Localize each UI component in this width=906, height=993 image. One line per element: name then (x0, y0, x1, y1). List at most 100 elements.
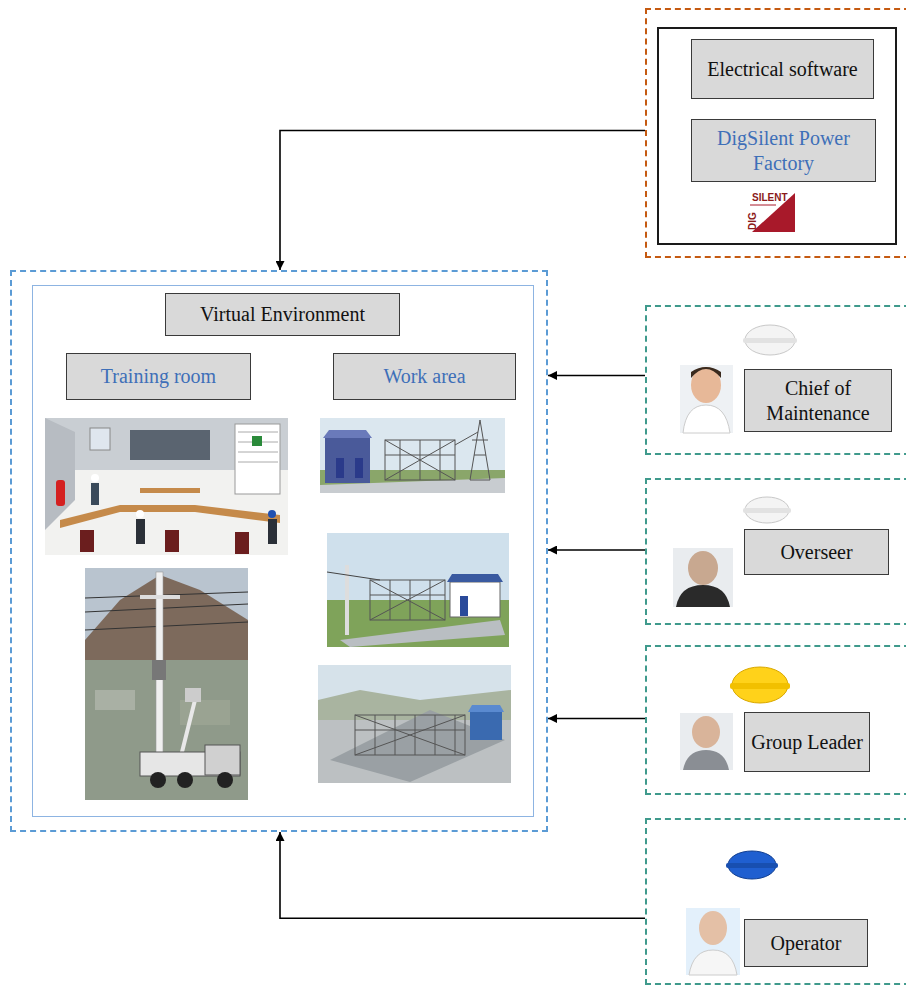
box-label: Operator (770, 931, 841, 956)
illustration-part (323, 430, 372, 438)
illustration-part (120, 505, 195, 512)
pole-truck-picture (85, 568, 248, 800)
illustration-part (400, 440, 401, 480)
illustration-part (252, 436, 262, 446)
illustration-part (340, 620, 505, 647)
illustration-part (238, 452, 278, 453)
arrow-connector (548, 718, 645, 720)
illustration-part (455, 432, 478, 445)
illustration-part (45, 418, 288, 555)
illustration-part (152, 660, 166, 680)
illustration-part (180, 700, 230, 725)
illustration-part (370, 580, 445, 620)
illustration-part (140, 595, 180, 599)
illustration-part (415, 715, 416, 755)
illustration-part (385, 440, 455, 480)
arrow-connector (548, 375, 645, 377)
illustration-part (450, 582, 500, 617)
illustration-part (318, 665, 511, 783)
illustration-part (370, 595, 445, 596)
illustration-part (683, 405, 730, 433)
illustration-part (689, 950, 737, 975)
illustration-part (238, 432, 278, 433)
illustration-part (730, 683, 790, 689)
illustration-part (395, 715, 396, 755)
illustration-part (205, 745, 240, 775)
illustration-part (385, 440, 455, 480)
label-box: Work area (333, 353, 516, 400)
illustration-part (470, 420, 490, 480)
role-group: Overseer (645, 478, 906, 625)
logo-text: SILENT (752, 193, 788, 203)
environment-group: Virtual EnvironmentTraining room Work are… (10, 270, 548, 832)
illustration-part (726, 863, 778, 868)
illustration-part (680, 713, 733, 770)
illustration-part (91, 474, 99, 482)
label-box: Electrical software (691, 39, 874, 99)
illustration-part (80, 530, 94, 552)
role-group: Operator (645, 818, 906, 985)
box-label: Group Leader (751, 730, 863, 755)
software-group: Electrical softwareDigSilent Power Facto… (645, 8, 906, 258)
illustration-part (268, 510, 276, 518)
illustration-part (390, 580, 391, 620)
illustration-part (195, 505, 280, 523)
label-box: DigSilent Power Factory (691, 119, 876, 182)
illustration-part (325, 438, 370, 483)
illustration-part (336, 458, 344, 478)
illustration-part (686, 908, 740, 975)
illustration-part (470, 712, 502, 740)
illustration-part (320, 418, 505, 493)
label-box: Virtual Environment (165, 293, 400, 336)
illustration-part (185, 688, 201, 702)
substation-picture (327, 533, 509, 647)
label-box: Operator (744, 919, 868, 967)
illustration-part (460, 596, 468, 616)
illustration-part (235, 424, 280, 494)
arrow-connector (548, 549, 645, 551)
illustration-part (355, 715, 465, 755)
illustration-part (385, 440, 455, 480)
box-label: Virtual Environment (200, 302, 365, 327)
illustration-part (430, 580, 431, 620)
illustration-part (95, 690, 135, 710)
illustration-part (136, 510, 144, 518)
illustration-part (435, 715, 436, 755)
illustration-part (692, 716, 720, 748)
box-label: Electrical software (707, 57, 857, 82)
box-label: Training room (101, 364, 216, 389)
illustration-part (673, 548, 733, 607)
illustration-part (410, 580, 411, 620)
illustration-part (268, 519, 277, 544)
illustration-part (130, 430, 210, 460)
illustration-part (676, 585, 730, 607)
illustration-part (85, 568, 248, 800)
label-box: Chief of Maintenance (744, 369, 892, 432)
box-label: Chief of Maintenance (751, 376, 885, 426)
role-group: Chief of Maintenance (645, 305, 906, 455)
illustration-part (468, 705, 504, 712)
illustration-part (688, 551, 718, 585)
illustration-part (440, 440, 441, 480)
illustration-part (355, 715, 465, 755)
box-label: DigSilent Power Factory (698, 126, 869, 176)
illustration-part (455, 715, 456, 755)
illustration-part (699, 911, 727, 945)
illustration-part (743, 508, 791, 513)
illustration-part (370, 580, 445, 620)
illustration-part (238, 462, 278, 463)
illustration-part (370, 580, 445, 620)
illustration-part (136, 519, 145, 544)
illustration-part (472, 440, 488, 441)
box-label: Work area (383, 364, 465, 389)
illustration-part (375, 715, 376, 755)
illustration-part (330, 710, 505, 782)
illustration-part (474, 455, 486, 456)
illustration-part (691, 367, 721, 403)
illustration-part (165, 530, 179, 552)
substation-picture (318, 665, 511, 783)
illustration-part (355, 458, 363, 478)
illustration-part (85, 592, 248, 598)
illustration-part (56, 480, 65, 506)
label-box: Overseer (744, 529, 889, 575)
